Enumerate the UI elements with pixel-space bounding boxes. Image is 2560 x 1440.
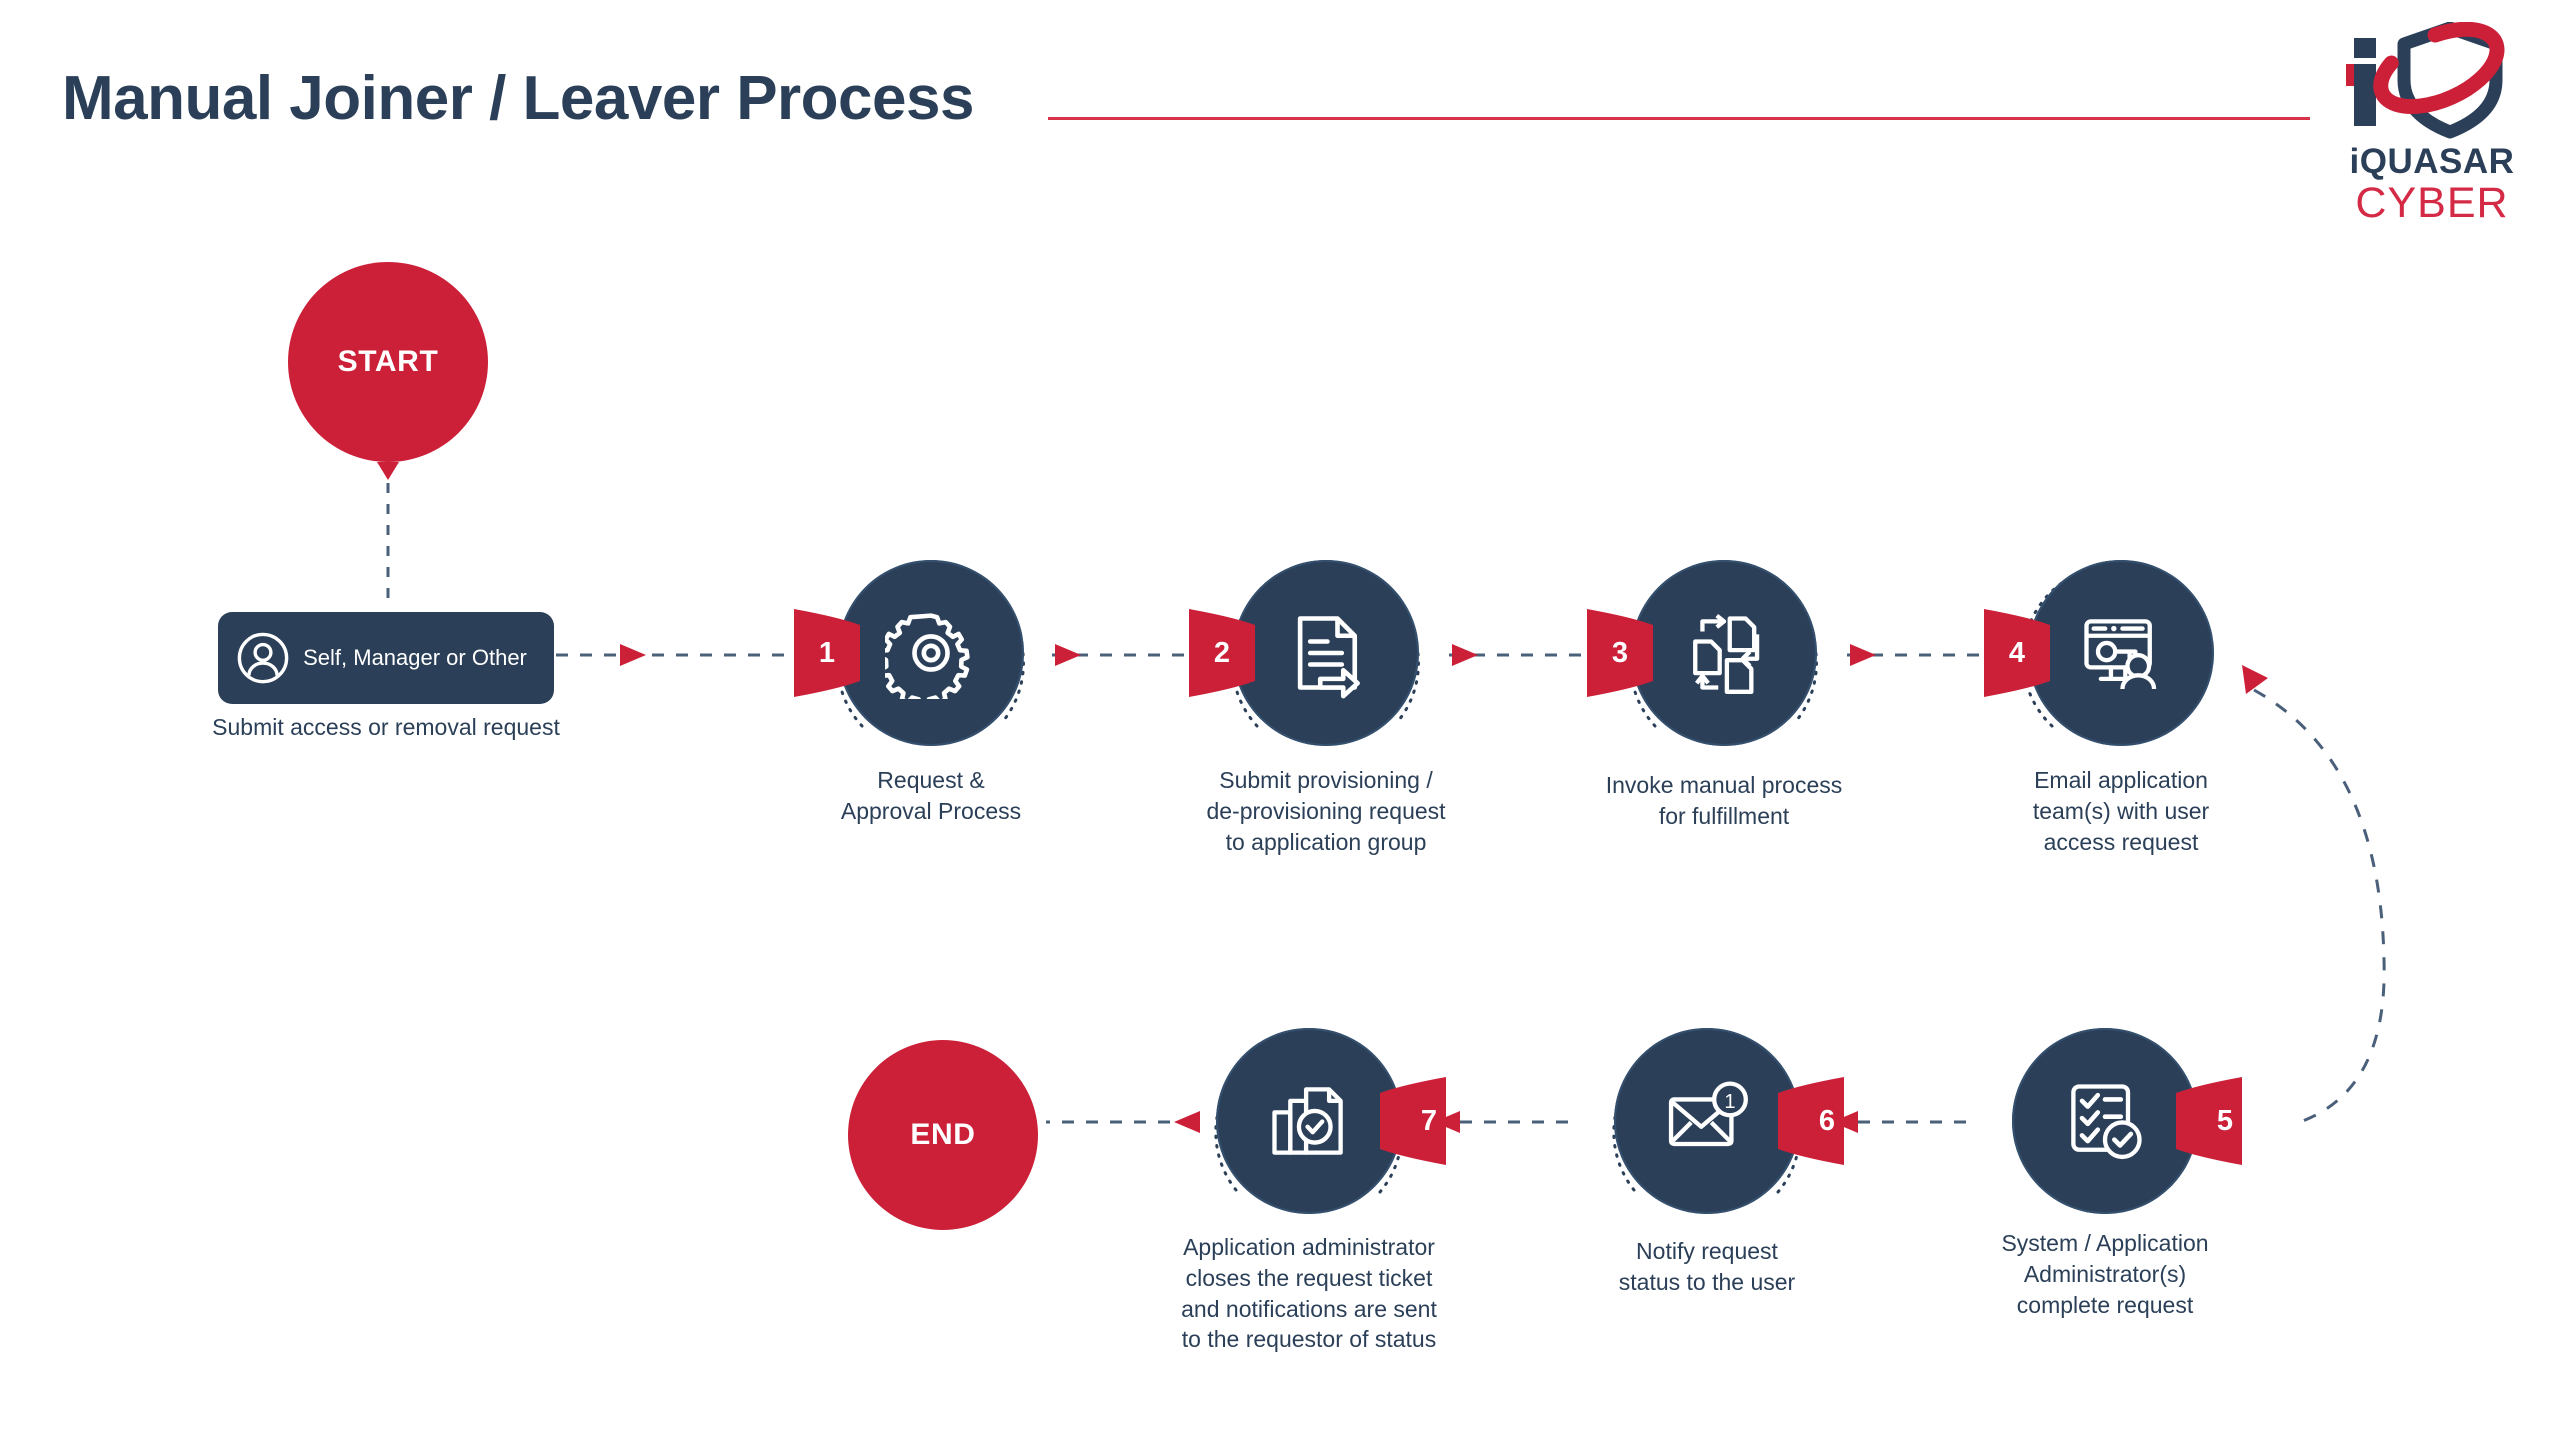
- step-badge-2: 2: [1187, 605, 1257, 701]
- process-node-2-caption: Submit provisioning /de-provisioning req…: [1206, 767, 1446, 855]
- process-node-6: 1 6: [1612, 1028, 1844, 1214]
- process-node-3-disc: [1631, 560, 1817, 746]
- step-number-3: 3: [1611, 636, 1629, 669]
- start-node: START: [288, 262, 488, 462]
- process-node-2-disc: [1233, 560, 1419, 746]
- step-number-2: 2: [1213, 636, 1231, 669]
- actor-label: Self, Manager or Other: [303, 644, 527, 670]
- step-badge-5: 5: [2174, 1073, 2244, 1169]
- badge-wedge-shape: [2176, 1077, 2242, 1165]
- step-badge-7: 7: [1378, 1073, 1448, 1169]
- step-badge-1: 1: [792, 605, 862, 701]
- badge-wedge-shape: [1778, 1077, 1844, 1165]
- end-label: END: [910, 1118, 976, 1151]
- logo-wordmark-primary: iQUASAR: [2349, 142, 2515, 181]
- step-number-1: 1: [818, 636, 836, 669]
- badge-wedge-shape: [1587, 609, 1653, 697]
- logo-wordmark-secondary: CYBER: [2355, 179, 2509, 227]
- actor-caption: Submit access or removal request: [212, 714, 560, 740]
- badge-wedge-shape: [1380, 1077, 1446, 1165]
- step-number-5: 5: [2216, 1104, 2234, 1137]
- checklist-check-icon: [2071, 1084, 2142, 1160]
- user-circle-icon: [237, 632, 289, 684]
- process-node-2: 2: [1189, 560, 1420, 746]
- shield-swoosh-icon: [2346, 22, 2505, 139]
- process-node-4-disc: [2028, 560, 2214, 746]
- envelope-notification-icon: 1: [1668, 1081, 1748, 1147]
- process-node-4: 4: [1984, 560, 2214, 746]
- envelope-badge-count: 1: [1724, 1091, 1735, 1113]
- process-node-7-disc: [1216, 1028, 1402, 1214]
- step-number-6: 6: [1818, 1104, 1836, 1137]
- step-badge-3: 3: [1585, 605, 1655, 701]
- step-badge-4: 4: [1982, 605, 2052, 701]
- process-node-6-disc: 1: [1614, 1028, 1800, 1214]
- actor-node-self-manager-other: Self, Manager or Other: [218, 612, 554, 704]
- report-check-icon: [1272, 1087, 1343, 1155]
- process-node-7: 7: [1214, 1028, 1446, 1214]
- page-title: Manual Joiner / Leaver Process: [62, 64, 974, 133]
- start-label: START: [337, 345, 439, 378]
- badge-wedge-shape: [794, 609, 860, 697]
- gear-icon: [885, 613, 970, 699]
- process-node-5-disc: [2012, 1028, 2198, 1214]
- process-node-3: 3: [1587, 560, 1818, 746]
- step-number-7: 7: [1420, 1104, 1438, 1137]
- badge-wedge-shape: [1189, 609, 1255, 697]
- iquasar-cyber-logo: iQUASAR CYBER: [2332, 22, 2532, 232]
- document-arrow-icon: [1297, 616, 1360, 699]
- step-number-4: 4: [2008, 636, 2026, 669]
- badge-wedge-shape: [1984, 609, 2050, 697]
- monitor-key-user-icon: [2084, 619, 2157, 690]
- step-badge-6: 6: [1776, 1073, 1846, 1169]
- document-workflow-icon: [1693, 613, 1760, 694]
- process-node-1-caption: Request &Approval Process: [840, 767, 1022, 824]
- process-node-1-disc: [838, 560, 1024, 746]
- process-node-5: 5: [2012, 1028, 2242, 1214]
- process-node-1: 1: [794, 560, 1025, 746]
- title-underline-rule: [1048, 117, 2310, 120]
- end-node: END: [848, 1040, 1038, 1230]
